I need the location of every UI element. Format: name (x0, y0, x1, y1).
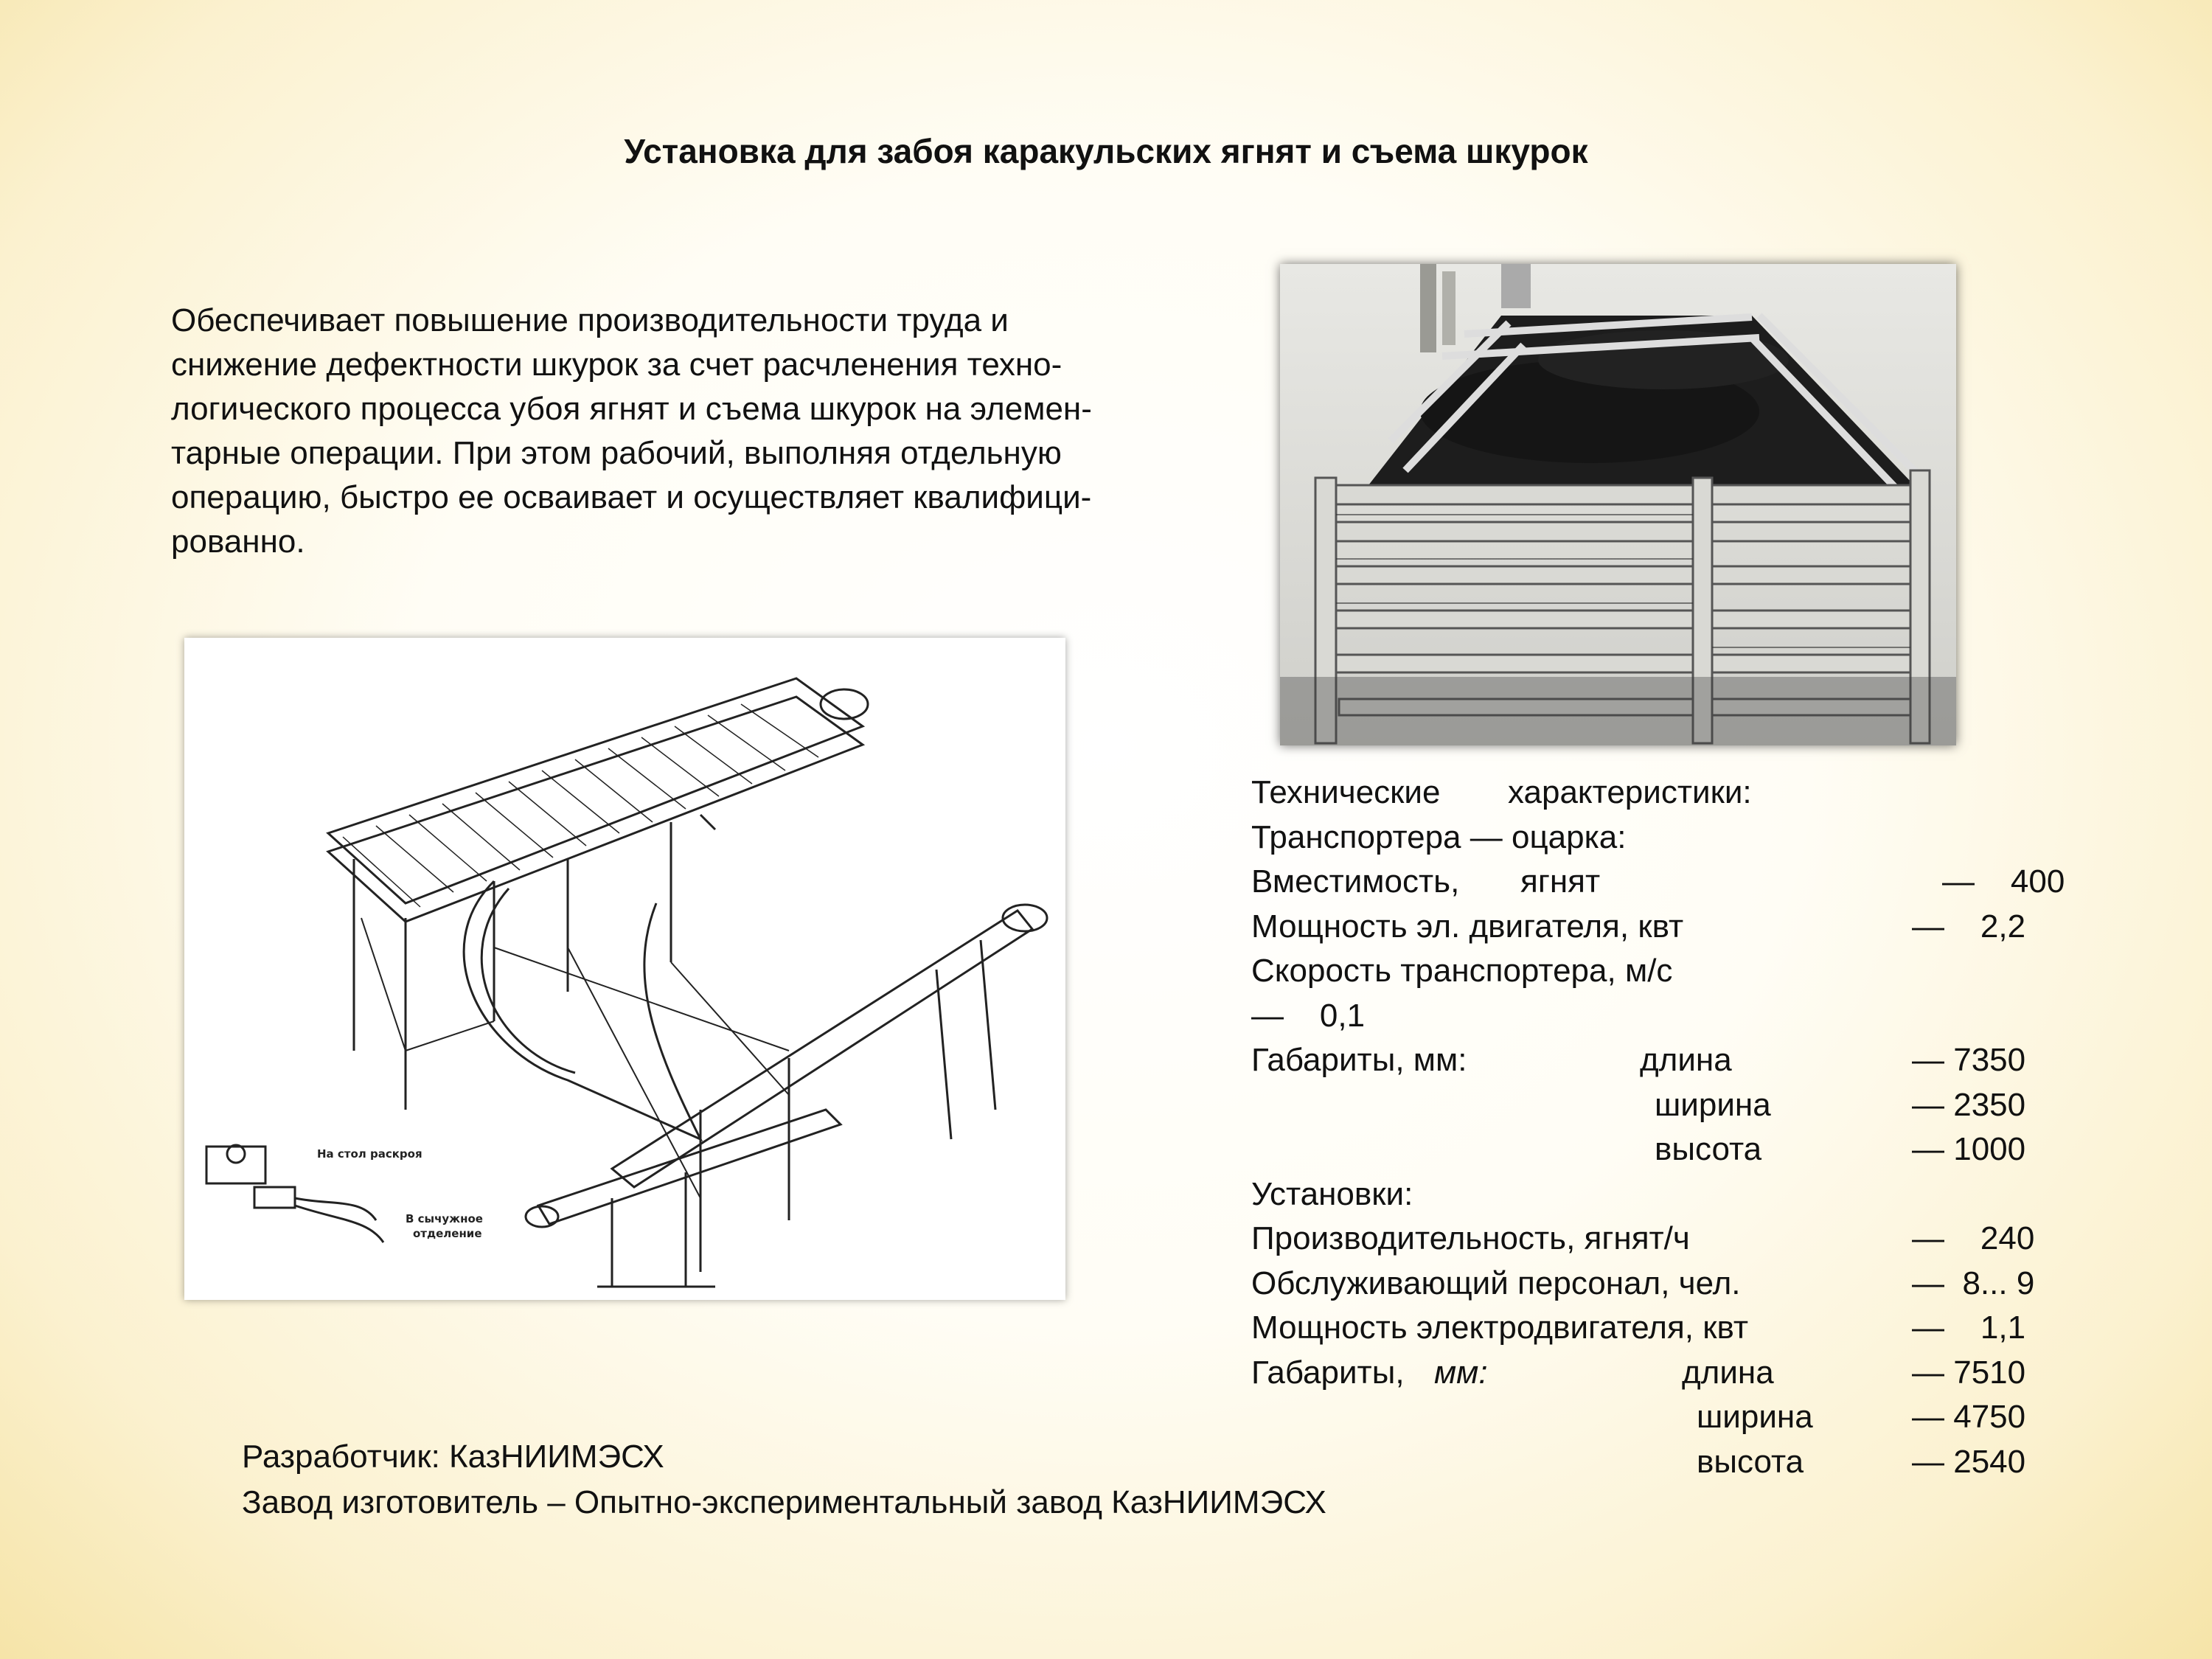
intro-line: снижение дефектности шкурок за счет расч… (171, 347, 1062, 383)
dims1-height-label: высота (1655, 1131, 1762, 1167)
spec-row: Габариты, мм: длина — 7510 (1251, 1354, 2173, 1399)
el-motor-label: Мощность электродвигателя, квт (1251, 1310, 1749, 1346)
spec-row: Обслуживающий персонал, чел. — 8... 9 (1251, 1265, 2173, 1310)
spec-row: Транспортера — оцарка: (1251, 819, 2173, 864)
el-motor-value: — 1,1 (1912, 1310, 2026, 1346)
dims1-height-value: — 1000 (1912, 1131, 2026, 1167)
staff-label: Обслуживающий персонал, чел. (1251, 1265, 1741, 1301)
dims1-label: Габариты, мм: (1251, 1042, 1467, 1078)
specs-heading-b: характеристики: (1508, 774, 1752, 810)
spec-row: высота — 2540 (1251, 1444, 2173, 1489)
spec-row: ширина — 2350 (1251, 1087, 2173, 1132)
intro-line: логического процесса убоя ягнят и съема … (171, 391, 1092, 427)
motor-power-value: — 2,2 (1912, 908, 2026, 945)
spec-row: Мощность эл. двигателя, квт — 2,2 (1251, 908, 2173, 953)
intro-line: рованно. (171, 524, 305, 560)
dims2-width-value: — 4750 (1912, 1399, 2026, 1435)
spec-row: — 0,1 (1251, 998, 2173, 1043)
dims2-height-label: высота (1697, 1443, 1804, 1480)
dims2-label: Габариты, (1251, 1354, 1405, 1391)
credits: Разработчик: КазНИИМЭСХ Завод изготовите… (242, 1434, 1326, 1526)
speed-value: — 0,1 (1251, 997, 1366, 1034)
dims2-length-label: длина (1682, 1354, 1774, 1391)
spec-row: Вместимость, ягнят — 400 (1251, 863, 2173, 908)
spec-row: Скорость транспортера, м/с (1251, 953, 2173, 998)
page-title: Установка для забоя каракульских ягнят и… (624, 132, 1588, 170)
dims1-length-label: длина (1640, 1042, 1732, 1078)
motor-power-label: Мощность эл. двигателя, квт (1251, 908, 1684, 945)
intro-line: операцию, быстро ее осваивает и осуществ… (171, 479, 1092, 515)
capacity-unit: ягнят (1520, 863, 1601, 900)
intro-paragraph: Обеспечивает повышение производительност… (171, 299, 1262, 564)
speed-label: Скорость транспортера, м/с (1251, 953, 1673, 989)
spec-row: Габариты, мм: длина — 7350 (1251, 1042, 2173, 1087)
dims1-width-label: ширина (1655, 1086, 1771, 1123)
dims2-width-label: ширина (1697, 1399, 1813, 1435)
spec-row: Технические характеристики: (1251, 774, 2173, 819)
diagram-labels: На стол раскроя В сычужное отделение (317, 1147, 483, 1240)
spec-row: ширина — 4750 (1251, 1399, 2173, 1444)
intro-line: тарные операции. При этом рабочий, выпол… (171, 435, 1062, 471)
spec-row: Производительность, ягнят/ч — 240 (1251, 1220, 2173, 1265)
capacity-label: Вместимость, (1251, 863, 1460, 900)
dims2-unit: мм: (1434, 1354, 1488, 1391)
capacity-value: — 400 (1942, 863, 2065, 900)
spec-row: высота — 1000 (1251, 1131, 2173, 1176)
dims1-width-value: — 2350 (1912, 1086, 2026, 1123)
dims2-length-value: — 7510 (1912, 1354, 2026, 1391)
label-to-abomasum-2: отделение (413, 1227, 482, 1240)
label-to-abomasum-1: В сычужное (406, 1212, 483, 1225)
installation-title: Установки: (1251, 1175, 1413, 1212)
dims1-length-value: — 7350 (1912, 1042, 2026, 1078)
installation-photo (1280, 264, 1956, 745)
transporter-title: Транспортера — оцарка: (1251, 818, 1627, 855)
technical-specs: Технические характеристики: Транспортера… (1251, 774, 2173, 1488)
dims2-height-value: — 2540 (1912, 1443, 2026, 1480)
manufacturer-line: Завод изготовитель – Опытно-эксперимента… (242, 1484, 1326, 1520)
photo-drawing (1280, 264, 1956, 745)
spec-row: Мощность электродвигателя, квт — 1,1 (1251, 1310, 2173, 1354)
specs-heading-a: Технические (1251, 774, 1441, 810)
installation-diagram: На стол раскроя В сычужное отделение (184, 638, 1065, 1300)
intro-line: Обеспечивает повышение производительност… (171, 302, 1009, 338)
developer-line: Разработчик: КазНИИМЭСХ (242, 1439, 664, 1475)
diagram-drawing: На стол раскроя В сычужное отделение (205, 677, 1048, 1288)
productivity-label: Производительность, ягнят/ч (1251, 1220, 1690, 1256)
label-to-cutting-table: На стол раскроя (317, 1147, 422, 1161)
staff-value: — 8... 9 (1912, 1265, 2035, 1301)
productivity-value: — 240 (1912, 1220, 2035, 1256)
spec-row: Установки: (1251, 1176, 2173, 1221)
